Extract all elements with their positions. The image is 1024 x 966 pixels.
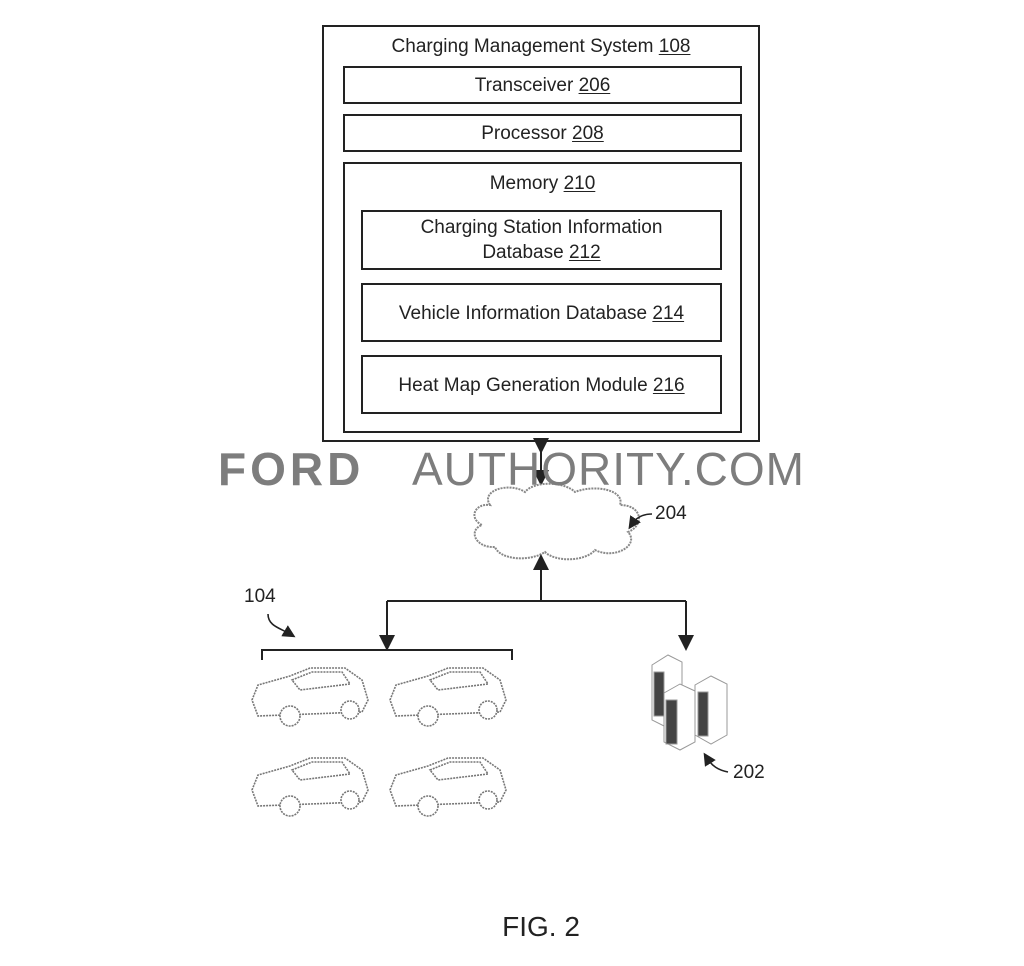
vehicle-database-label: Vehicle Information Database 214 [361,301,722,326]
servers-icon [651,654,728,751]
csid-title-line2: Database [482,242,564,263]
servers-ref-arrow [703,752,729,773]
vehicles-ref: 104 [244,586,276,607]
transceiver-ref: 206 [578,75,611,96]
processor-box [343,114,742,152]
transceiver-box [343,66,742,104]
watermark-ford: FORD [218,443,365,495]
watermark-authority: AUTHORITY.COM [412,443,805,495]
vehicle-database-box [361,283,722,342]
vehicle-icon [251,667,369,727]
processor-label: Processor 208 [343,121,742,146]
hmg-ref: 216 [652,375,685,396]
figure-caption: FIG. 2 [502,911,580,942]
vid-ref: 214 [652,303,685,324]
system-label: Charging Management System 108 [322,34,760,59]
memory-ref: 210 [563,173,596,194]
memory-box [343,162,742,433]
transceiver-title: Transceiver [474,75,574,96]
processor-title: Processor [481,123,567,144]
vehicles-bracket [261,649,513,660]
vehicle-icon [389,667,507,727]
system-ref: 108 [658,36,691,57]
vehicle-icon [389,757,507,817]
heat-map-module-box [361,355,722,414]
memory-label: Memory 210 [343,171,742,196]
memory-title: Memory [489,173,559,194]
transceiver-label: Transceiver 206 [343,73,742,98]
csid-ref: 212 [568,242,601,263]
charging-station-database-box [361,210,722,270]
system-title: Charging Management System [391,36,654,57]
servers-ref: 202 [733,762,765,783]
vid-title: Vehicle Information Database [398,303,648,324]
network-ref-arrow [628,513,653,530]
vehicle-icon [251,757,369,817]
vehicles-ref-arrow [267,613,296,638]
hmg-title: Heat Map Generation Module [398,375,648,396]
heat-map-module-label: Heat Map Generation Module 216 [361,373,722,398]
cloud-icon [473,482,640,561]
csid-title-line1: Charging Station Information [420,217,663,238]
processor-ref: 208 [572,123,604,144]
network-ref: 204 [655,503,687,524]
